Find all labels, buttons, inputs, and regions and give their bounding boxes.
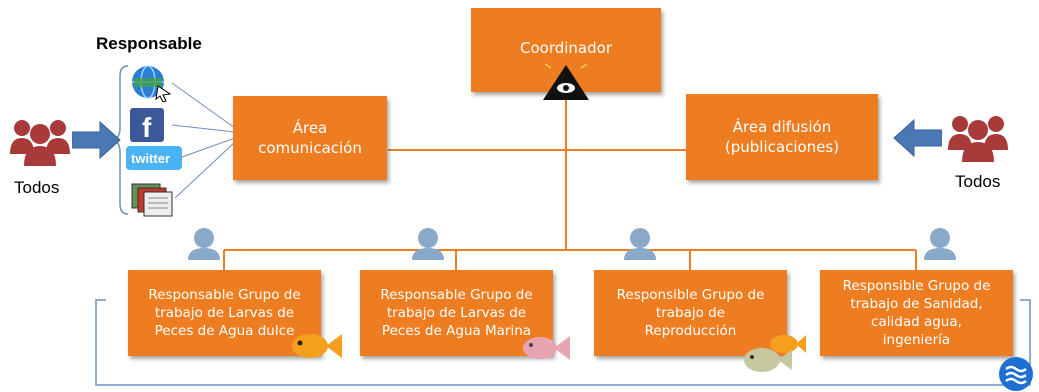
- arrow-left-icon: [893, 118, 942, 158]
- todos-left-label: Todos: [14, 178, 60, 197]
- people-group-icon: [10, 120, 70, 166]
- group-label: Responsible Grupo de trabajo de Sanidad,…: [842, 277, 991, 349]
- area-comunicacion-label: Área comunicación: [258, 118, 362, 157]
- twitter-icon: twitter: [126, 146, 182, 170]
- pink-fish-icon: [523, 336, 570, 360]
- person-icon: [624, 228, 656, 260]
- news-feed-icon: [131, 183, 173, 217]
- arrow-right-icon: [72, 120, 121, 160]
- web-globe-icon: [132, 65, 172, 102]
- area-difusion-label: Área difusión (publicaciones): [724, 117, 840, 156]
- group-box-agua-dulce: Responsable Grupo de trabajo de Larvas d…: [128, 270, 321, 356]
- facebook-icon: f: [130, 108, 164, 142]
- area-comunicacion-box: Área comunicación: [233, 96, 387, 180]
- responsable-title: Responsable: [96, 34, 202, 53]
- coordinator-label: Coordinador: [520, 39, 612, 57]
- area-difusion-box: Área difusión (publicaciones): [686, 94, 878, 180]
- fish-pair-icon: [744, 335, 806, 372]
- svg-text:twitter: twitter: [131, 151, 170, 166]
- group-box-agua-marina: Responsable Grupo de trabajo de Larvas d…: [360, 270, 553, 356]
- goldfish-icon: [292, 334, 342, 358]
- water-waves-icon: [999, 357, 1033, 391]
- group-box-sanidad: Responsible Grupo de trabajo de Sanidad,…: [820, 270, 1013, 356]
- person-icon: [188, 228, 220, 260]
- person-icon: [412, 228, 444, 260]
- person-icon: [924, 228, 956, 260]
- group-label: Responsable Grupo de trabajo de Larvas d…: [380, 286, 533, 340]
- todos-right-label: Todos: [955, 172, 1001, 191]
- group-box-reproduccion: Responsible Grupo de trabajo de Reproduc…: [594, 270, 787, 356]
- group-label: Responsible Grupo de trabajo de Reproduc…: [616, 286, 765, 340]
- svg-text:f: f: [142, 112, 152, 142]
- people-group-icon: [948, 116, 1008, 162]
- group-label: Responsable Grupo de trabajo de Larvas d…: [148, 286, 301, 340]
- pyramid-eye-icon: [543, 63, 589, 100]
